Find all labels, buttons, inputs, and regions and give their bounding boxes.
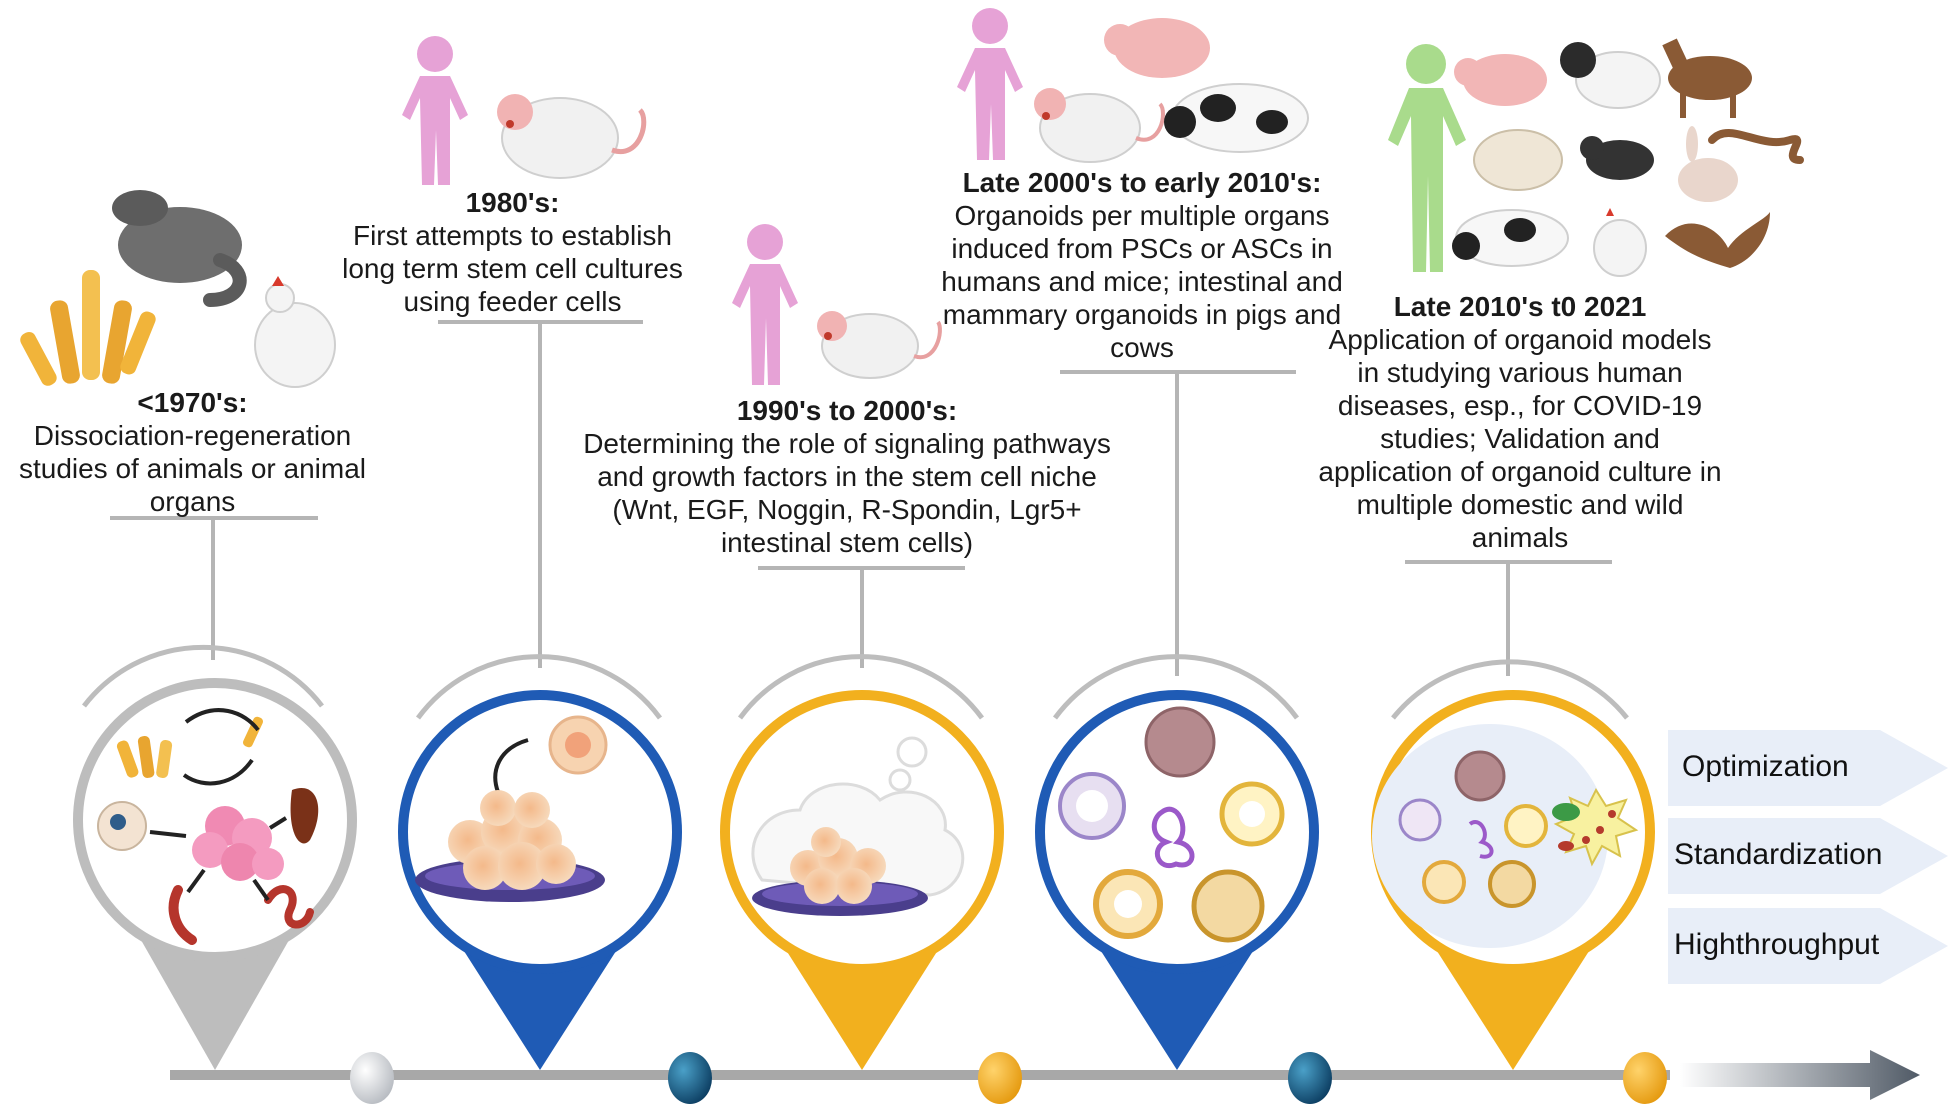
era-1990s: 1990's to 2000's: Determining the role o… — [582, 394, 1112, 559]
timeline-dot — [1288, 1052, 1332, 1104]
era-description: Dissociation-regeneration studies of ani… — [18, 420, 367, 517]
human-icon — [1388, 44, 1466, 272]
organoid-crypt-icon — [1151, 806, 1195, 869]
timeline-arrow — [1680, 1050, 1920, 1100]
human-icon — [402, 36, 468, 185]
pig-icon — [1104, 18, 1210, 78]
era-heading: Late 2010's t0 2021 — [1393, 291, 1647, 322]
stage-marker-2010s-2021 — [1371, 659, 1655, 1070]
chicken-icon — [254, 276, 336, 388]
outcome-standardization: Standardization — [1674, 838, 1883, 871]
organoid-sphere-icon — [1191, 869, 1265, 943]
era-description: First attempts to establish long term st… — [342, 220, 683, 317]
era-2010s-2021: Late 2010's t0 2021 Application of organ… — [1318, 290, 1722, 554]
frog-icon — [112, 190, 247, 307]
mouse-icon — [1034, 88, 1165, 163]
bat-icon — [1665, 212, 1770, 268]
cell-cluster-icon — [192, 806, 284, 881]
organoid-sphere-icon — [1144, 706, 1216, 778]
era-heading: <1970's: — [137, 387, 248, 418]
pig-icon — [1454, 54, 1547, 106]
era-1970s: <1970's: Dissociation-regeneration studi… — [0, 386, 385, 518]
era-description: Determining the role of signaling pathwa… — [583, 428, 1111, 558]
stage-marker-1970s — [73, 644, 357, 1070]
timeline-dot — [978, 1052, 1022, 1104]
mouse-icon — [817, 311, 942, 379]
timeline-axis — [170, 1050, 1920, 1104]
human-icon — [732, 224, 798, 385]
cell-colony-icon — [448, 790, 576, 890]
chicken-icon — [1593, 208, 1647, 277]
cell-colony-icon — [790, 827, 886, 904]
era-2000s-2010s: Late 2000's to early 2010's: Organoids p… — [932, 166, 1352, 364]
outcome-highthroughput: Highthroughput — [1674, 928, 1880, 961]
cow-icon — [1164, 83, 1309, 153]
cat-icon — [1580, 136, 1654, 180]
stage-marker-2000s-2010s — [1035, 654, 1319, 1070]
mouse-icon — [497, 94, 647, 179]
timeline-dot — [350, 1052, 394, 1104]
outcome-banners — [1668, 730, 1948, 984]
cow-icon — [1452, 209, 1569, 267]
horse-icon — [1662, 38, 1752, 118]
era-heading: Late 2000's to early 2010's: — [962, 167, 1322, 198]
snake-icon — [1708, 128, 1804, 164]
era-1980s: 1980's: First attempts to establish long… — [335, 186, 690, 318]
era-description: Application of organoid models in studyi… — [1318, 324, 1722, 553]
tissue-fragments-icon — [20, 270, 156, 386]
outcome-optimization: Optimization — [1682, 750, 1849, 783]
rabbit-icon — [1678, 126, 1738, 202]
connectors — [110, 320, 1612, 676]
stage-marker-1980s — [398, 654, 682, 1070]
sheep-icon — [1473, 129, 1563, 191]
era-heading: 1980's: — [465, 187, 560, 218]
stage-marker-1990s — [720, 654, 1004, 1070]
era-heading: 1990's to 2000's: — [736, 395, 958, 426]
era-description: Organoids per multiple organs induced fr… — [941, 200, 1343, 363]
timeline-dot — [1623, 1052, 1667, 1104]
human-icon — [957, 8, 1023, 160]
timeline-dot — [668, 1052, 712, 1104]
organ-icon — [290, 788, 319, 844]
dog-icon — [1560, 42, 1661, 109]
tissue-fragments-icon — [116, 716, 263, 779]
